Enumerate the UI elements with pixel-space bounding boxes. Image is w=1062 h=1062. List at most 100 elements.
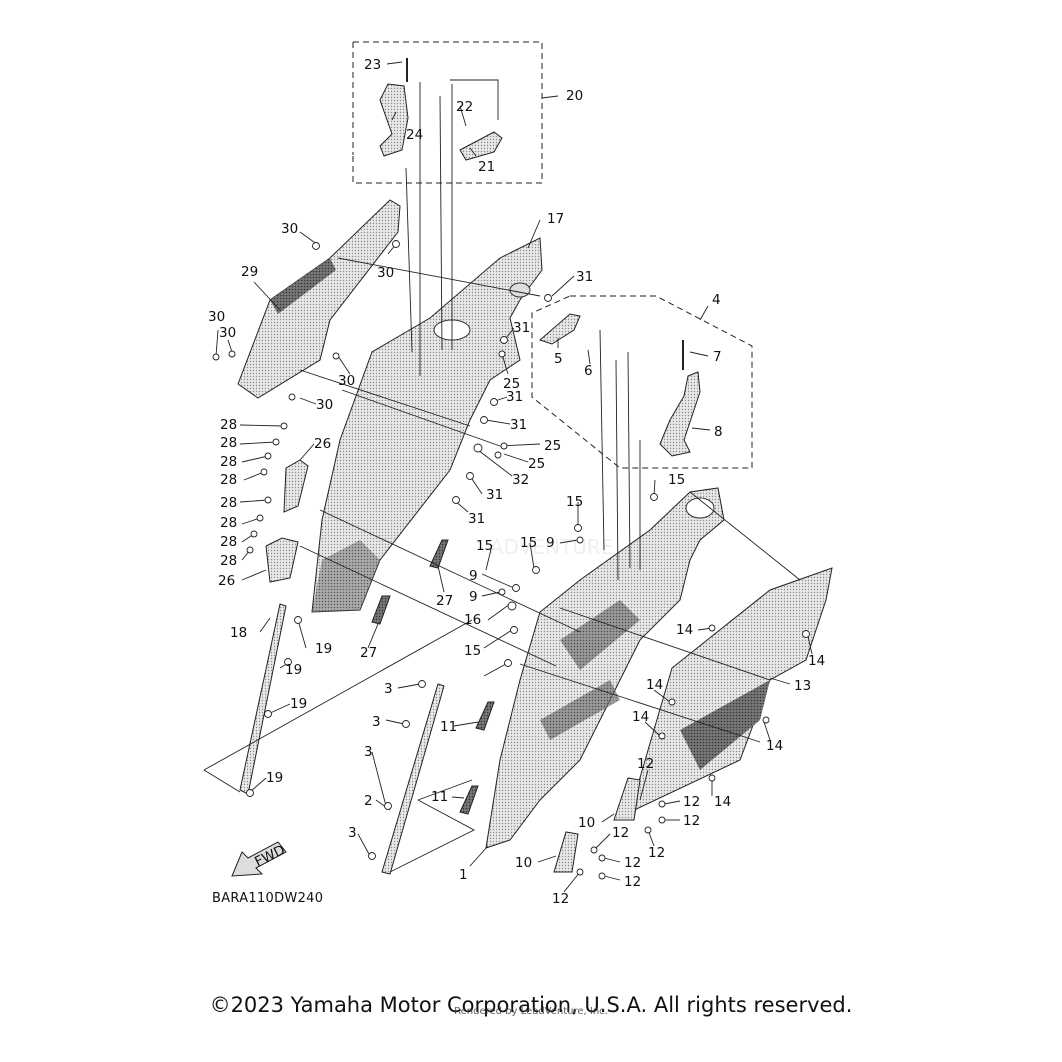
- callout-28: 28: [220, 417, 237, 433]
- callout-30: 30: [281, 221, 298, 237]
- callout-14: 14: [632, 709, 649, 725]
- callout-27: 27: [436, 593, 453, 609]
- callout-12: 12: [624, 855, 641, 871]
- callout-12: 12: [624, 874, 641, 890]
- callout-26: 26: [314, 436, 331, 452]
- callout-3: 3: [384, 681, 393, 697]
- callout-3: 3: [364, 744, 373, 760]
- callout-12: 12: [648, 845, 665, 861]
- callout-29: 29: [241, 264, 258, 280]
- callout-19: 19: [266, 770, 283, 786]
- callout-15: 15: [668, 472, 685, 488]
- callout-22: 22: [456, 99, 473, 115]
- callout-28: 28: [220, 495, 237, 511]
- leader-lines: [203, 61, 813, 893]
- callout-28: 28: [220, 515, 237, 531]
- pads: [371, 539, 495, 815]
- diagram-code: BARA110DW240: [212, 891, 323, 906]
- rendered-by: Rendered by LeadVenture, Inc.: [454, 1006, 608, 1017]
- fwd-label: FWD: [252, 842, 287, 870]
- callout-5: 5: [554, 351, 563, 367]
- callout-3: 3: [372, 714, 381, 730]
- callout-12: 12: [683, 794, 700, 810]
- callout-6: 6: [584, 363, 593, 379]
- callout-15: 15: [520, 535, 537, 551]
- callout-31: 31: [510, 417, 527, 433]
- callout-19: 19: [285, 662, 302, 678]
- callout-31: 31: [468, 511, 485, 527]
- hinges: [265, 459, 641, 873]
- callout-26: 26: [218, 573, 235, 589]
- callout-20: 20: [566, 88, 583, 104]
- callout-25: 25: [544, 438, 561, 454]
- callout-24: 24: [406, 127, 423, 143]
- handle-assembly-4: [539, 313, 701, 457]
- watermark: ADVENTURE: [490, 535, 613, 559]
- callout-14: 14: [808, 653, 825, 669]
- callout-31: 31: [576, 269, 593, 285]
- callout-28: 28: [220, 454, 237, 470]
- callout-30: 30: [338, 373, 355, 389]
- callout-19: 19: [315, 641, 332, 657]
- fasteners: [212, 240, 810, 880]
- callout-30: 30: [219, 325, 236, 341]
- strip-2: [381, 683, 445, 875]
- panel-29: [237, 199, 401, 399]
- callout-12: 12: [552, 891, 569, 907]
- callout-31: 31: [506, 389, 523, 405]
- fwd-arrow: FWD: [231, 841, 288, 877]
- callout-13: 13: [794, 678, 811, 694]
- callout-9: 9: [469, 589, 478, 605]
- callout-labels: 1 2 3 3 3 3 4 5 6 7 8 9 9 9 10 10 11 11 …: [208, 57, 825, 907]
- callout-28: 28: [220, 553, 237, 569]
- callout-23: 23: [364, 57, 381, 73]
- callout-8: 8: [714, 424, 723, 440]
- callout-12: 12: [637, 756, 654, 772]
- callout-10: 10: [515, 855, 532, 871]
- callout-1: 1: [459, 867, 468, 883]
- callout-14: 14: [766, 738, 783, 754]
- callout-17: 17: [547, 211, 564, 227]
- group-4-box: [531, 295, 753, 469]
- callout-9: 9: [469, 568, 478, 584]
- callout-30: 30: [316, 397, 333, 413]
- callout-27: 27: [360, 645, 377, 661]
- callout-10: 10: [578, 815, 595, 831]
- group-20-box: [352, 41, 543, 184]
- strip-18: [239, 603, 287, 795]
- callout-25: 25: [528, 456, 545, 472]
- callout-15: 15: [476, 538, 493, 554]
- callout-11: 11: [440, 719, 457, 735]
- callout-15: 15: [566, 494, 583, 510]
- callout-16: 16: [464, 612, 481, 628]
- callout-18: 18: [230, 625, 247, 641]
- callout-31: 31: [513, 320, 530, 336]
- callout-25: 25: [503, 376, 520, 392]
- callout-19: 19: [290, 696, 307, 712]
- callout-14: 14: [714, 794, 731, 810]
- callout-12: 12: [683, 813, 700, 829]
- callout-7: 7: [713, 349, 722, 365]
- callout-28: 28: [220, 435, 237, 451]
- callout-14: 14: [676, 622, 693, 638]
- callout-28: 28: [220, 472, 237, 488]
- callout-14: 14: [646, 677, 663, 693]
- callout-30: 30: [208, 309, 225, 325]
- callout-2: 2: [364, 793, 373, 809]
- panel-13: [629, 567, 833, 813]
- callout-30: 30: [377, 265, 394, 281]
- panel-16: [485, 487, 725, 849]
- callout-12: 12: [612, 825, 629, 841]
- callout-32: 32: [512, 472, 529, 488]
- callout-21: 21: [478, 159, 495, 175]
- callout-31: 31: [486, 487, 503, 503]
- callout-3: 3: [348, 825, 357, 841]
- copyright-notice: ©2023 Yamaha Motor Corporation, U.S.A. A…: [209, 993, 853, 1017]
- callout-15: 15: [464, 643, 481, 659]
- callout-28: 28: [220, 534, 237, 550]
- callout-9: 9: [546, 535, 555, 551]
- callout-11: 11: [431, 789, 448, 805]
- handle-assembly-20: [379, 58, 503, 161]
- callout-4: 4: [712, 292, 721, 308]
